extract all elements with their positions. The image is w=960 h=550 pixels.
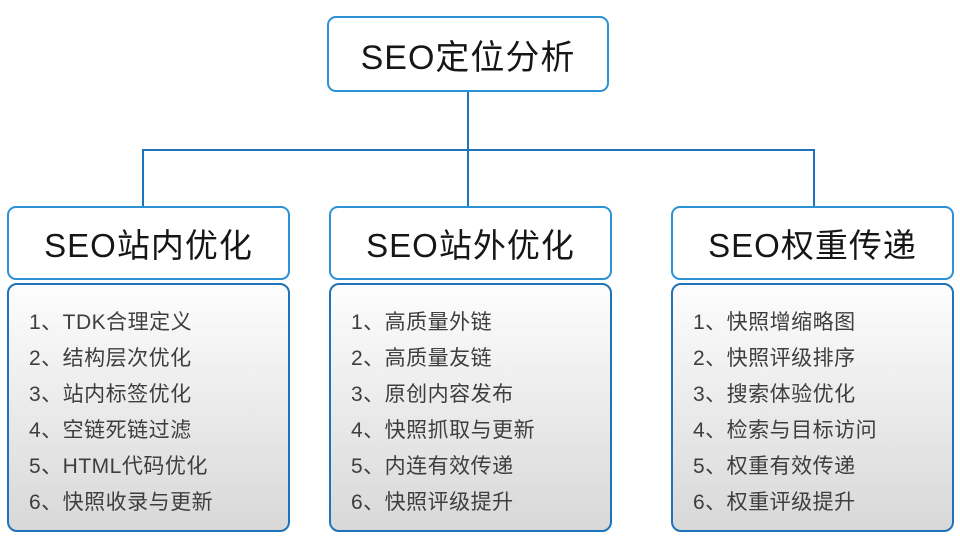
list-item: 4、快照抓取与更新 bbox=[351, 419, 536, 442]
column-header-weight: SEO权重传递 bbox=[671, 206, 954, 280]
list-item: 3、原创内容发布 bbox=[351, 383, 514, 406]
column-header-onsite: SEO站内优化 bbox=[7, 206, 290, 280]
list-item: 1、快照增缩略图 bbox=[693, 311, 856, 334]
connector-drop-right bbox=[813, 149, 815, 207]
item-list: 1、快照增缩略图 2、快照评级排序 3、搜索体验优化 4、检索与目标访问 5、权… bbox=[673, 285, 952, 521]
column-panel-weight: 1、快照增缩略图 2、快照评级排序 3、搜索体验优化 4、检索与目标访问 5、权… bbox=[671, 283, 954, 532]
list-item: 3、站内标签优化 bbox=[29, 383, 192, 406]
list-item: 2、高质量友链 bbox=[351, 347, 493, 370]
list-item: 5、内连有效传递 bbox=[351, 455, 514, 478]
list-item: 1、TDK合理定义 bbox=[29, 311, 193, 334]
list-item: 5、HTML代码优化 bbox=[29, 455, 208, 478]
list-item: 1、高质量外链 bbox=[351, 311, 493, 334]
root-node-title: SEO定位分析 bbox=[360, 38, 576, 77]
column-header-offsite: SEO站外优化 bbox=[329, 206, 612, 280]
connector-drop-left bbox=[142, 149, 144, 207]
column-panel-onsite: 1、TDK合理定义 2、结构层次优化 3、站内标签优化 4、空链死链过滤 5、H… bbox=[7, 283, 290, 532]
list-item: 2、结构层次优化 bbox=[29, 347, 192, 370]
list-item: 6、权重评级提升 bbox=[693, 491, 856, 514]
item-list: 1、TDK合理定义 2、结构层次优化 3、站内标签优化 4、空链死链过滤 5、H… bbox=[9, 285, 288, 521]
list-item: 5、权重有效传递 bbox=[693, 455, 856, 478]
list-item: 6、快照收录与更新 bbox=[29, 491, 214, 514]
column-panel-offsite: 1、高质量外链 2、高质量友链 3、原创内容发布 4、快照抓取与更新 5、内连有… bbox=[329, 283, 612, 532]
connector-drop-middle bbox=[467, 149, 469, 207]
list-item: 4、空链死链过滤 bbox=[29, 419, 192, 442]
connector-horizontal bbox=[142, 149, 815, 151]
root-node: SEO定位分析 bbox=[327, 16, 609, 92]
item-list: 1、高质量外链 2、高质量友链 3、原创内容发布 4、快照抓取与更新 5、内连有… bbox=[331, 285, 610, 521]
column-header-label: SEO权重传递 bbox=[708, 227, 917, 264]
list-item: 4、检索与目标访问 bbox=[693, 419, 878, 442]
column-header-label: SEO站内优化 bbox=[44, 227, 253, 264]
list-item: 2、快照评级排序 bbox=[693, 347, 856, 370]
list-item: 3、搜索体验优化 bbox=[693, 383, 856, 406]
column-header-label: SEO站外优化 bbox=[366, 227, 575, 264]
list-item: 6、快照评级提升 bbox=[351, 491, 514, 514]
connector-root-vertical bbox=[467, 92, 469, 150]
